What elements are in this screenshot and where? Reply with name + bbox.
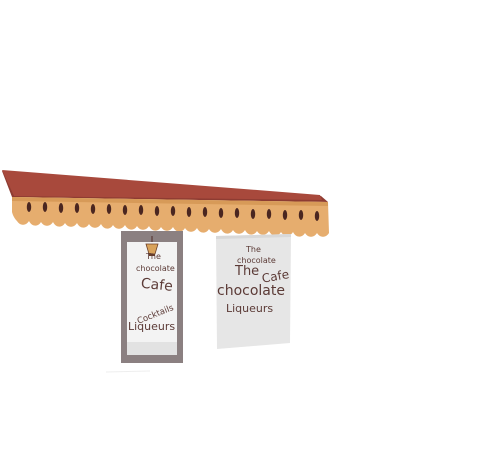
window-sign-chocolate-large: chocolate	[217, 283, 285, 299]
door-sign-liqueurs: Liqueurs	[128, 320, 175, 333]
window-sign-liqueurs: Liqueurs	[226, 302, 273, 315]
door-sign-cafe: Cafe	[140, 276, 173, 295]
window-sign-cafe: Cafe	[261, 267, 290, 286]
floor-line	[105, 370, 151, 373]
window-sign-chocolate-small: chocolate	[237, 256, 276, 265]
door-sign-the: The	[145, 252, 161, 261]
window-sign-the-large: The	[234, 264, 259, 279]
lamp-icon	[145, 236, 159, 256]
window-sign-the: The	[245, 245, 261, 254]
awning-scallop-dots	[26, 202, 320, 221]
cafe-window: The chocolate The Cafe chocolate Liqueur…	[216, 234, 291, 349]
cafe-door: The chocolate Cafe Cocktails Liqueurs	[121, 231, 183, 363]
door-sign-chocolate: chocolate	[136, 264, 175, 273]
awning	[2, 170, 329, 237]
